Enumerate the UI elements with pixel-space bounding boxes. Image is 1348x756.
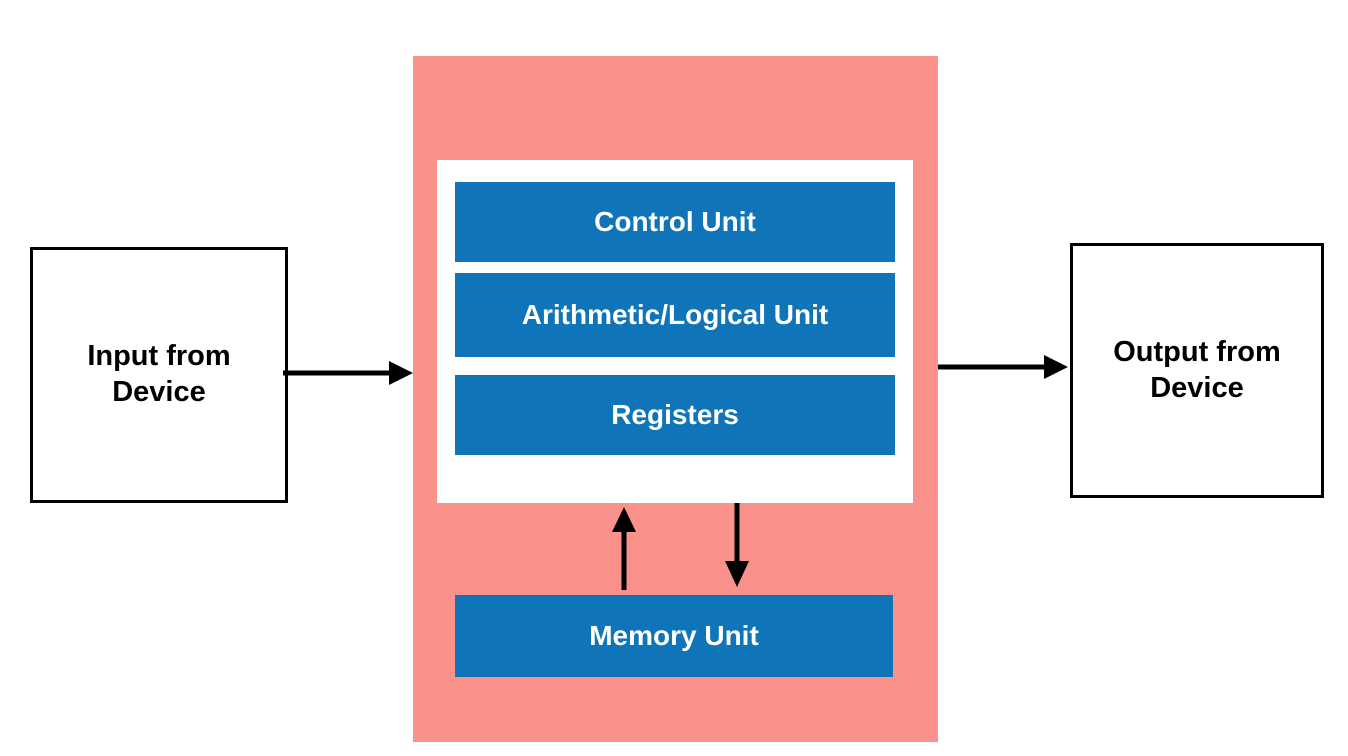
cpu-to-output-arrow-icon <box>938 355 1068 379</box>
output-device-box: Output from Device <box>1070 243 1324 498</box>
input-device-box: Input from Device <box>30 247 288 503</box>
component-bar-control-unit: Control Unit <box>455 182 895 262</box>
input-to-cpu-arrow-icon <box>283 361 413 385</box>
cpu-container: Central Processing Unit Control Unit Ari… <box>413 56 938 742</box>
output-device-label: Output from Device <box>1113 335 1281 404</box>
cpu-inner-panel: Control Unit Arithmetic/Logical Unit Reg… <box>437 160 913 503</box>
input-device-label: Input from Device <box>87 340 231 408</box>
component-bar-arithmetic-logical-unit: Arithmetic/Logical Unit <box>455 273 895 357</box>
component-bar-registers: Registers <box>455 375 895 455</box>
memory-unit-bar: Memory Unit <box>455 595 893 677</box>
